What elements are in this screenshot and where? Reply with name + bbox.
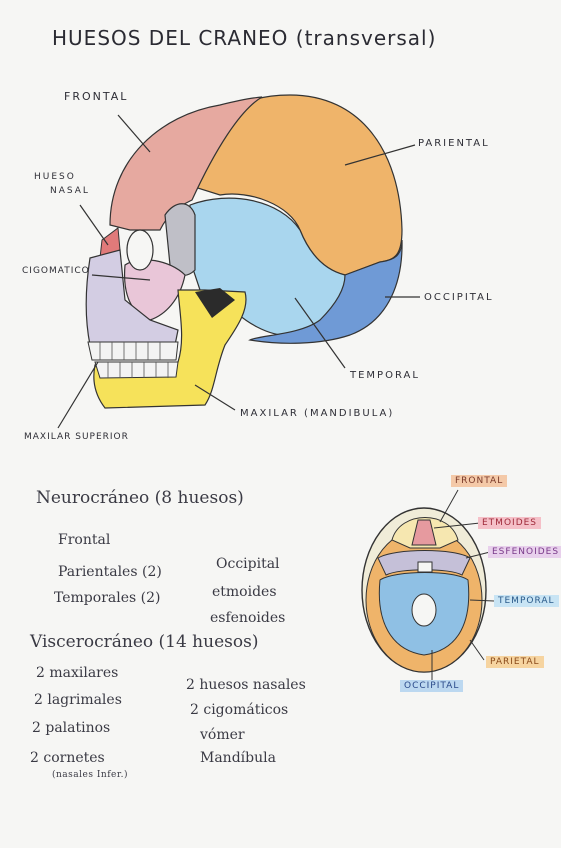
neuro-item: Frontal xyxy=(58,532,111,548)
neuro-item: esfenoides xyxy=(210,610,286,626)
viscero-item: vómer xyxy=(200,727,245,743)
transversal-etmoides xyxy=(411,519,437,546)
lower-teeth xyxy=(94,361,179,379)
label-temporal: TEMPORAL xyxy=(350,370,420,381)
viscero-note: (nasales Infer.) xyxy=(52,770,129,780)
mandible-condyle xyxy=(195,288,235,318)
orbit xyxy=(126,229,154,271)
label-cigomatico: CIGOMATICO xyxy=(22,266,90,276)
tlabel-temporal: TEMPORAL xyxy=(494,595,559,607)
label-frontal: FRONTAL xyxy=(64,90,129,103)
viscero-item: 2 maxilares xyxy=(36,665,119,681)
label-parietal: PARIENTAL xyxy=(418,138,490,149)
mandible-region xyxy=(93,289,247,409)
label-occipital: OCCIPITAL xyxy=(424,292,494,303)
tlabel-frontal: FRONTAL xyxy=(451,475,508,487)
viscero-item: 2 cigomáticos xyxy=(190,702,289,718)
neuro-item: Temporales (2) xyxy=(54,590,161,606)
neuro-item: Occipital xyxy=(216,556,280,572)
viscero-item: Mandíbula xyxy=(200,750,276,766)
viscero-item: 2 lagrimales xyxy=(34,692,122,708)
label-maxilar-mandibula: MAXILAR (MANDIBULA) xyxy=(240,408,395,419)
neuro-item: etmoides xyxy=(212,584,277,600)
tlabel-esfenoides: ESFENOIDES xyxy=(488,546,561,558)
viscerocraneo-heading: Viscerocráneo (14 huesos) xyxy=(30,632,259,652)
zygomatic-region xyxy=(123,259,186,321)
foramen-magnum xyxy=(411,593,437,627)
page-title: HUESOS DEL CRANEO (transversal) xyxy=(52,26,437,50)
viscero-item: 2 huesos nasales xyxy=(186,677,306,693)
label-hueso-nasal-line1: HUESO xyxy=(34,172,76,182)
tlabel-parietal: PARIETAL xyxy=(486,656,544,668)
viscero-item: 2 cornetes xyxy=(30,750,105,766)
tlabel-occipital: OCCIPITAL xyxy=(400,680,464,692)
label-maxilar-superior: MAXILAR SUPERIOR xyxy=(24,432,129,442)
viscero-item: 2 palatinos xyxy=(32,720,111,736)
neurocraneo-heading: Neurocráneo (8 huesos) xyxy=(36,488,244,508)
tlabel-etmoides: ETMOIDES xyxy=(478,517,542,529)
maxilla-region xyxy=(85,249,179,346)
occipital-region xyxy=(248,239,403,344)
neuro-item: Parientales (2) xyxy=(58,564,162,580)
label-hueso-nasal-line2: NASAL xyxy=(50,186,90,196)
